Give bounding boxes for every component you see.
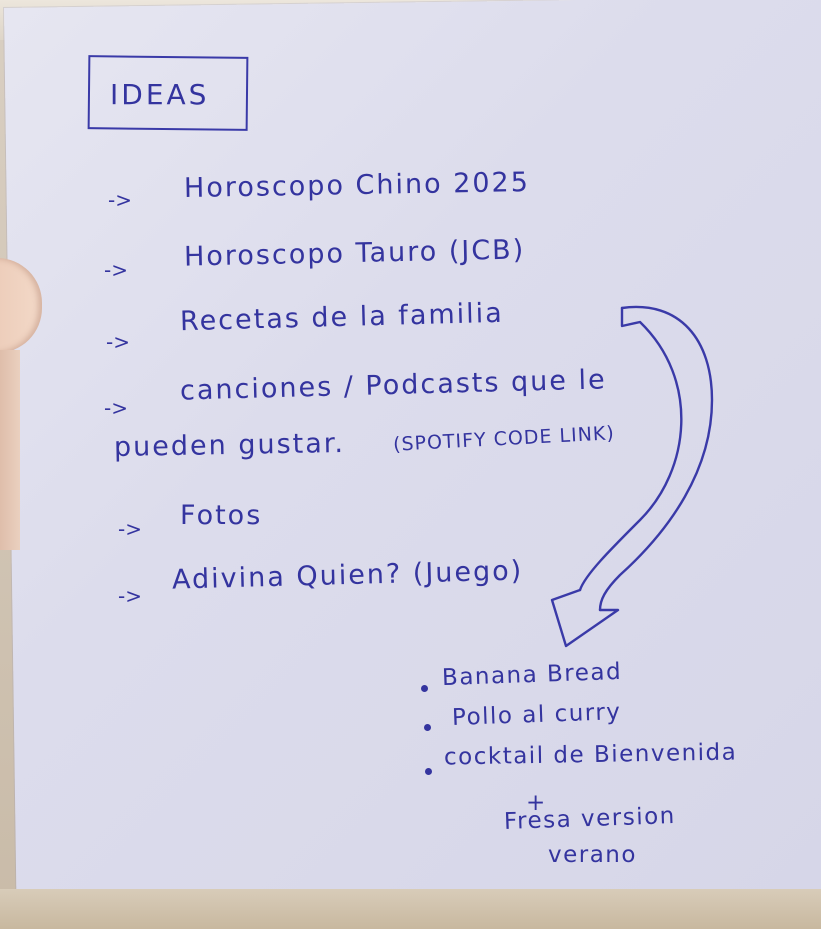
idea-item: Fotos [180, 500, 263, 531]
arrow-marker: -> [108, 188, 132, 212]
holding-hand [0, 350, 20, 550]
arrow-marker: -> [104, 396, 128, 420]
arrow-marker: -> [118, 584, 142, 608]
bullet-dot [424, 724, 431, 731]
plus-sign: + [526, 790, 547, 816]
arrow-marker: -> [104, 258, 128, 282]
note-title: IDEAS [110, 78, 210, 111]
arrow-marker: -> [118, 517, 142, 541]
bullet-dot [425, 768, 432, 775]
bullet-dot [421, 685, 428, 692]
arrow-marker: -> [106, 330, 130, 354]
recipe-item: cocktail de Bienvenida [443, 739, 738, 771]
desk-bottom [0, 889, 821, 929]
recipe-extra: verano [548, 842, 637, 868]
